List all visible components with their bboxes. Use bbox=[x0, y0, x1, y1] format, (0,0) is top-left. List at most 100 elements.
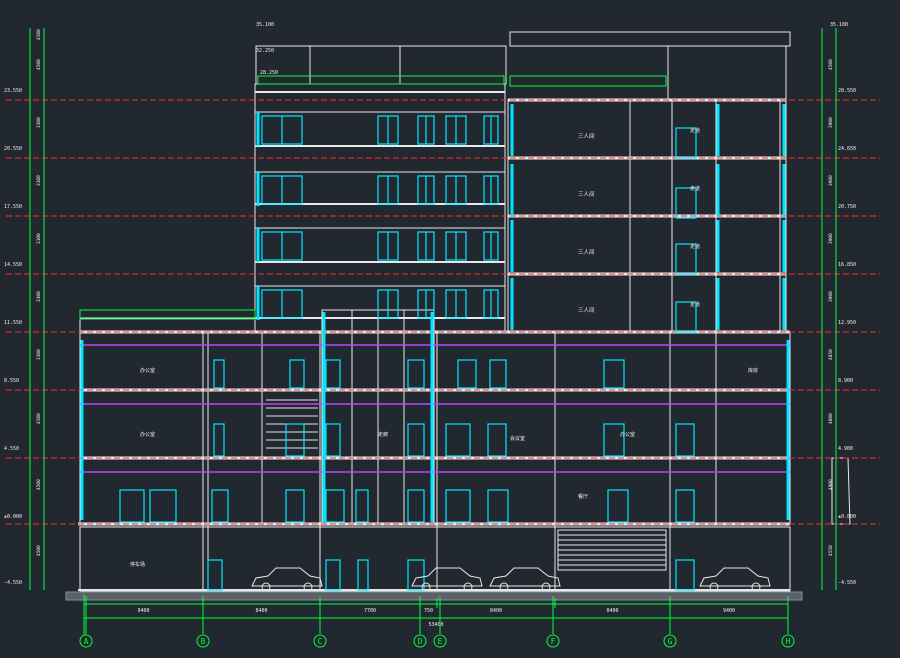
right-dimension-label: 3900 bbox=[828, 175, 834, 186]
room-label-lower: 办公室 bbox=[620, 431, 635, 438]
car-wheel-front-1 bbox=[421, 582, 431, 592]
building-structure bbox=[65, 31, 851, 601]
left-elevation-label: ±0.000 bbox=[4, 514, 22, 520]
right-dimension-label: 4550 bbox=[828, 545, 834, 556]
left-elevation-label: 4.550 bbox=[4, 446, 19, 452]
car-wheel-front-3 bbox=[709, 582, 719, 592]
car-wheel-rear-0 bbox=[303, 582, 313, 592]
left-elevation-label: 11.550 bbox=[4, 320, 22, 326]
right-elevation-label: 12.950 bbox=[838, 320, 856, 326]
right-dimension-label: 3900 bbox=[828, 291, 834, 302]
roof-low-elevation: 28.250 bbox=[260, 70, 278, 76]
axis-label-F: F bbox=[551, 637, 556, 646]
podium-window-l1-9 bbox=[607, 489, 629, 523]
right-dimension-label: 4900 bbox=[828, 479, 834, 490]
basement-outline bbox=[79, 526, 791, 592]
left-elevation-label: 17.550 bbox=[4, 204, 22, 210]
room-label-lower: 餐厅 bbox=[578, 493, 588, 500]
axis-bubble-B bbox=[196, 634, 210, 648]
axis-label-C: C bbox=[318, 637, 323, 646]
podium-window-l2-6 bbox=[603, 423, 625, 457]
podium-window-l3-5 bbox=[489, 359, 507, 389]
left-dimension-label: 3100 bbox=[36, 291, 42, 302]
podium-window-l1-6 bbox=[407, 489, 425, 523]
podium-window-l1-4 bbox=[325, 489, 345, 523]
podium-window-l3-4 bbox=[457, 359, 477, 389]
left-elevation-label: -4.550 bbox=[4, 580, 22, 586]
room-label-lower: 走廊 bbox=[378, 431, 388, 438]
left-dimension-label: 4500 bbox=[36, 545, 42, 556]
axis-label-B: B bbox=[201, 637, 206, 646]
axis-label-A: A bbox=[84, 637, 89, 646]
podium-outline bbox=[79, 331, 791, 525]
left-dimension-label: 3100 bbox=[36, 233, 42, 244]
right-window-3 bbox=[675, 301, 697, 333]
bay-dimension-label: 8400 bbox=[255, 608, 267, 614]
left-elevation-label: 8.550 bbox=[4, 378, 19, 384]
basement-window-1 bbox=[325, 559, 341, 591]
room-label-right: 走道 bbox=[690, 301, 700, 308]
roof-parapet bbox=[255, 45, 507, 85]
axis-bubble-C bbox=[313, 634, 327, 648]
room-label-right: 走道 bbox=[690, 185, 700, 192]
left-elevation-label: 14.550 bbox=[4, 262, 22, 268]
axis-bubble-F bbox=[546, 634, 560, 648]
podium-window-l3-6 bbox=[603, 359, 625, 389]
ground-slab bbox=[65, 591, 803, 601]
podium-window-l1-3 bbox=[285, 489, 305, 523]
bay-dimension-label: 8400 bbox=[606, 608, 618, 614]
left-elevation-label: 20.550 bbox=[4, 146, 22, 152]
podium-window-l2-7 bbox=[675, 423, 695, 457]
right-window-2 bbox=[675, 243, 697, 275]
annotation-labels: 23.550 20.550 17.550 14.550 11.550 8.550 4.550… bbox=[4, 22, 856, 628]
left-dimension-label: 3100 bbox=[36, 175, 42, 186]
car-wheel-rear-1 bbox=[463, 582, 473, 592]
right-dimension-label: 4000 bbox=[828, 413, 834, 424]
right-elevation-label: 8.900 bbox=[838, 378, 853, 384]
right-dimension-label: 3900 bbox=[828, 117, 834, 128]
podium-window-l1-2 bbox=[211, 489, 229, 523]
left-dimension-label: 4500 bbox=[36, 29, 42, 40]
right-dimension-label: 3900 bbox=[828, 233, 834, 244]
car-wheel-front-0 bbox=[261, 582, 271, 592]
top-elevation-left: 35.100 bbox=[256, 22, 274, 28]
right-elevation-label: 16.850 bbox=[838, 262, 856, 268]
podium-window-l2-4 bbox=[445, 423, 471, 457]
garage-door bbox=[557, 529, 667, 571]
slab-highlights bbox=[80, 344, 790, 473]
podium-window-l2-5 bbox=[487, 423, 507, 457]
bay-dimension-label: 8400 bbox=[490, 608, 502, 614]
podium-window-l1-5 bbox=[355, 489, 369, 523]
axis-bubble-D bbox=[413, 634, 427, 648]
room-label-upper: 三人间 bbox=[578, 306, 595, 314]
bay-dimension-label: 9400 bbox=[137, 608, 149, 614]
car-body-3 bbox=[699, 567, 771, 587]
right-elevation-label: 24.650 bbox=[838, 146, 856, 152]
bay-dimension-label: 9400 bbox=[723, 608, 735, 614]
room-label-lower: 办公室 bbox=[140, 431, 155, 438]
left-dimension-label: 4500 bbox=[36, 479, 42, 490]
podium-window-l3-3 bbox=[407, 359, 425, 389]
basement-window-4 bbox=[675, 559, 695, 591]
left-elevation-label: 23.550 bbox=[4, 88, 22, 94]
axis-bubble-E bbox=[433, 634, 447, 648]
glazing bbox=[80, 104, 790, 591]
podium-window-l1-7 bbox=[445, 489, 471, 523]
axis-bubble-H bbox=[781, 634, 795, 648]
right-elevation-label: ±0.000 bbox=[838, 514, 856, 520]
podium-window-l1-10 bbox=[675, 489, 695, 523]
axis-label-E: E bbox=[438, 637, 443, 646]
axis-bubble-A bbox=[79, 634, 93, 648]
room-label-lower: 办公室 bbox=[140, 367, 155, 374]
podium-window-l3-1 bbox=[289, 359, 305, 389]
right-elevation-label: 4.900 bbox=[838, 446, 853, 452]
car-wheel-front-2 bbox=[499, 582, 509, 592]
right-dimension-label: 4500 bbox=[828, 59, 834, 70]
room-label-lower: 库房 bbox=[748, 367, 758, 374]
axis-label-D: D bbox=[418, 637, 423, 646]
podium-window-l3-0 bbox=[213, 359, 225, 389]
basement-window-2 bbox=[357, 559, 369, 591]
